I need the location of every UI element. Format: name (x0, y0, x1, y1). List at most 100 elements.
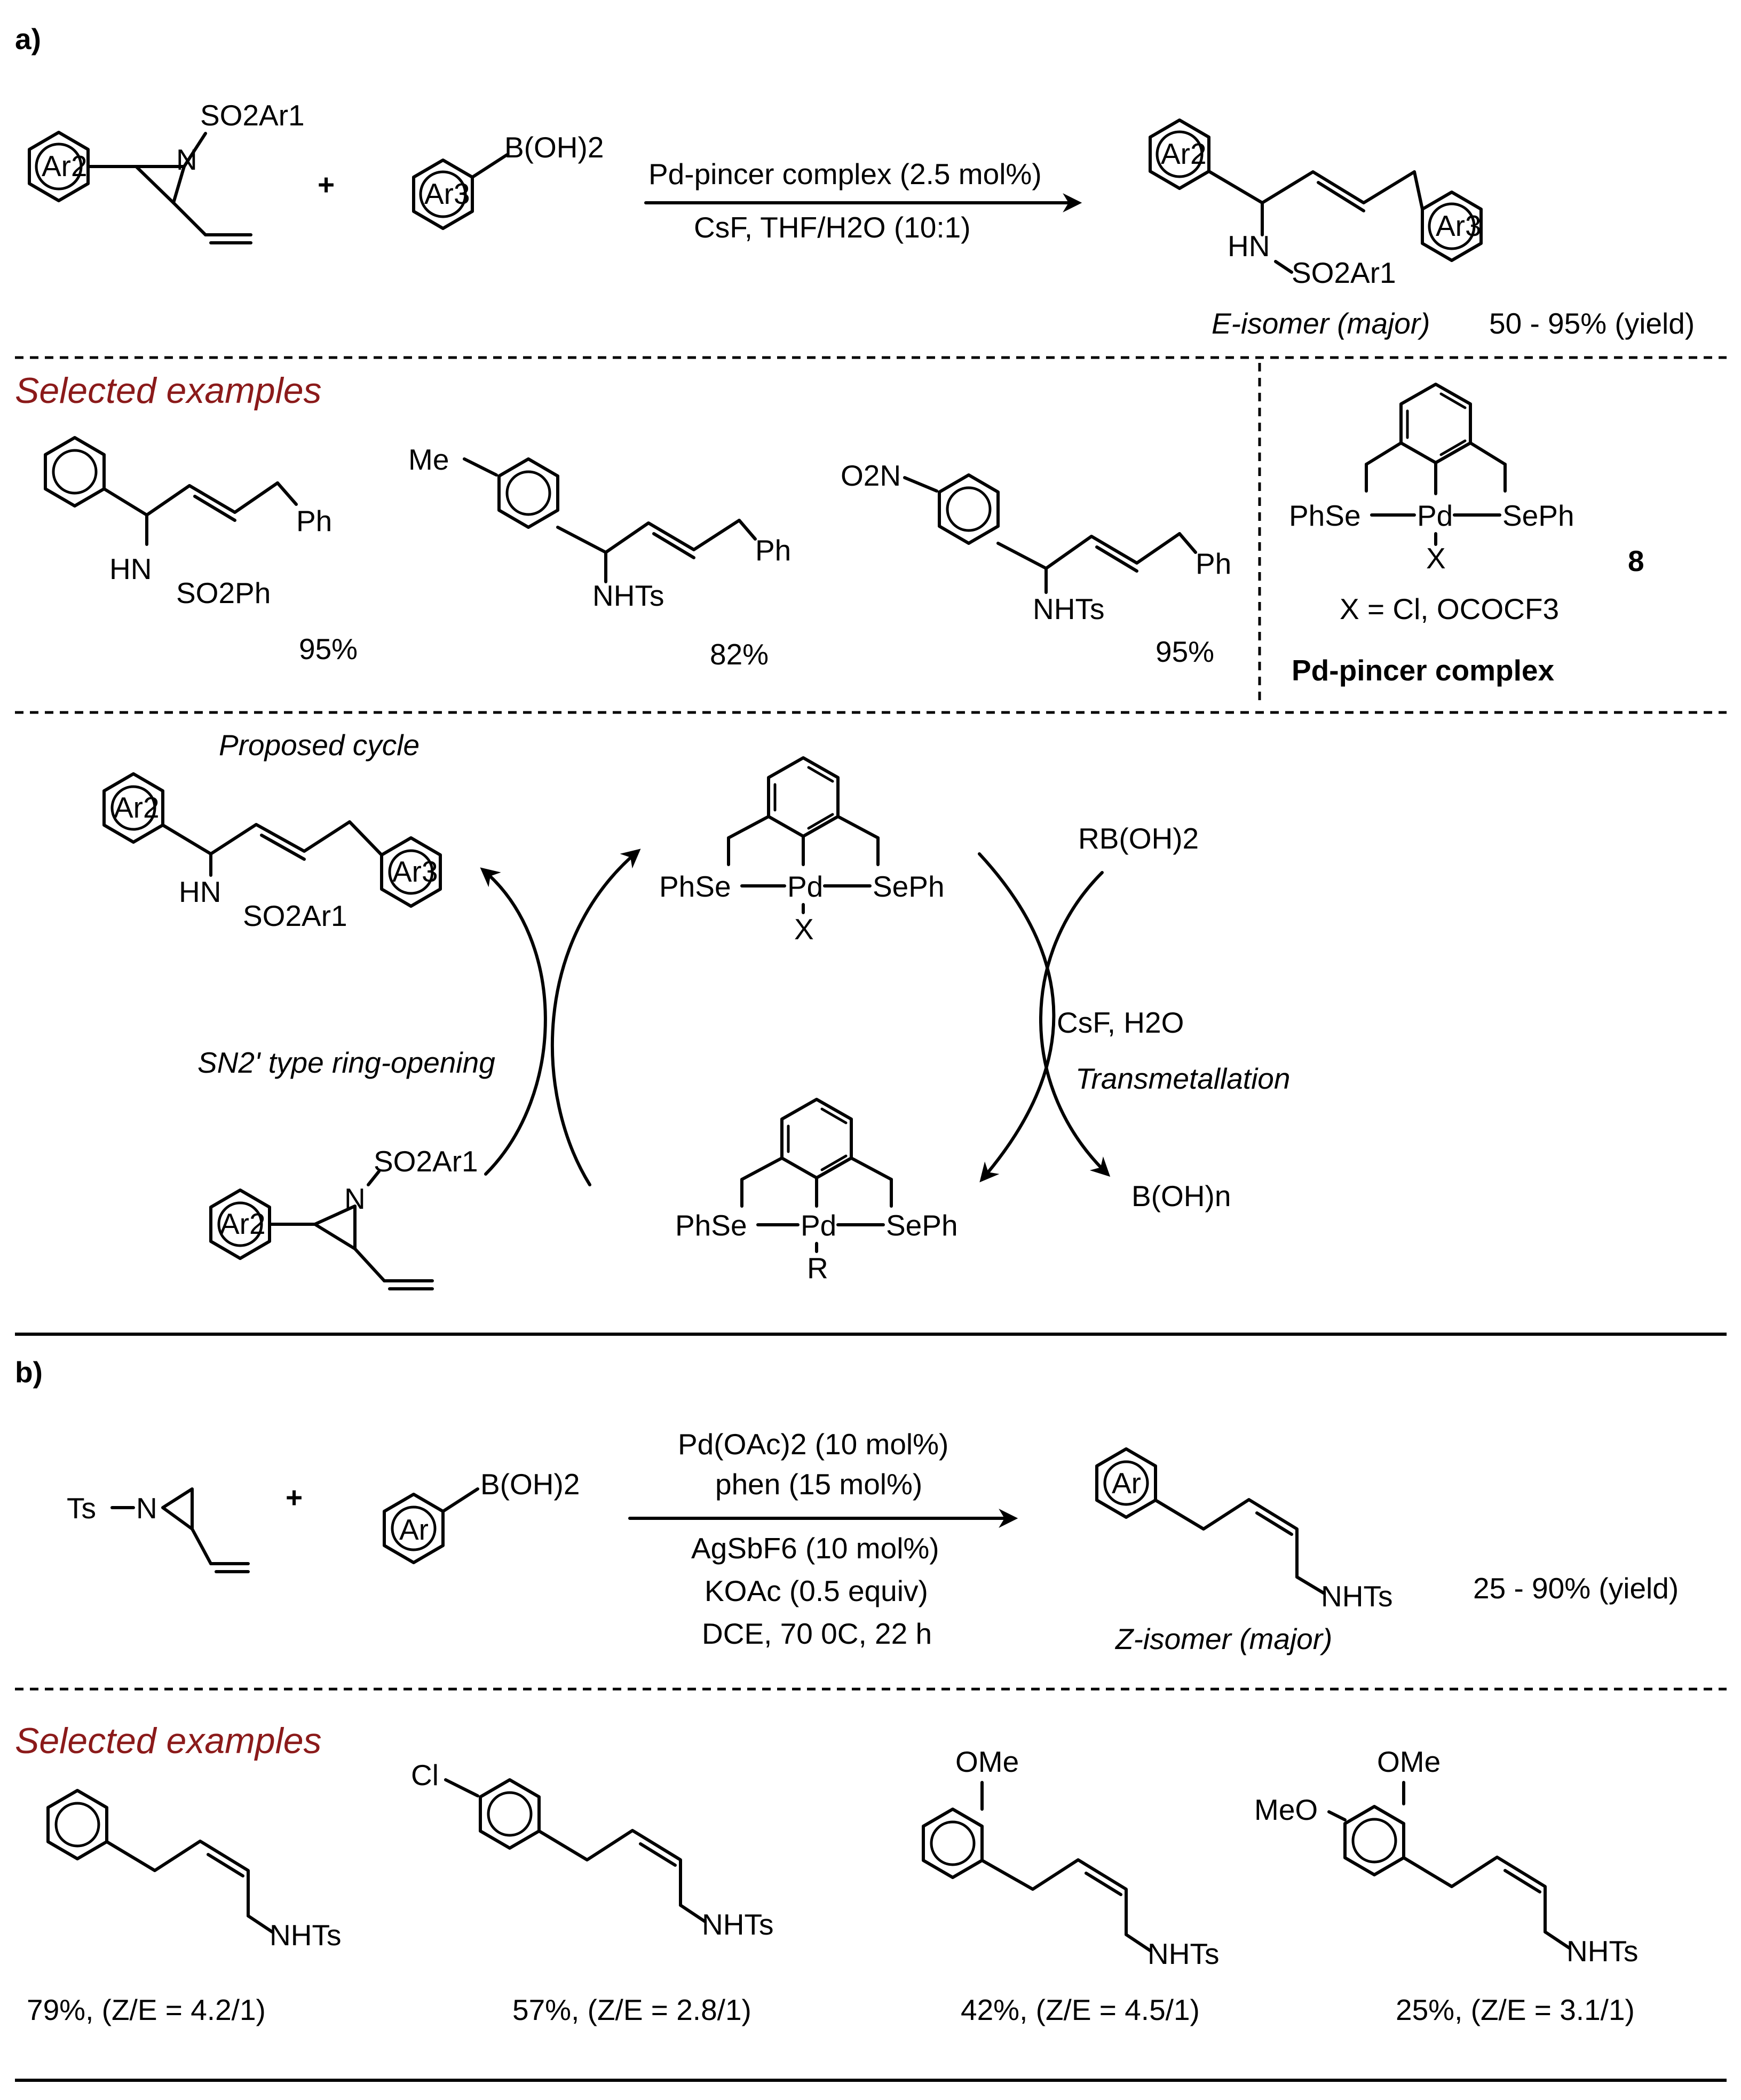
yield-label: 42%, (Z/E = 4.5/1) (961, 1993, 1200, 2026)
palladium-label: Pd (1417, 499, 1453, 532)
phenyl-label: Ph (296, 504, 332, 537)
cycle-product: Ar2 Ar3 HN SO2Ar1 (102, 772, 442, 932)
phse-label: PhSe (1289, 499, 1361, 532)
phse-label: PhSe (659, 870, 731, 903)
nh-label: HN (1228, 229, 1270, 263)
sulfonyl-label: SO2Ar1 (374, 1145, 478, 1178)
example-b3: OMe NHTs 42%, (Z/E = 4.5/1) (922, 1745, 1219, 2026)
phenyl-label: Ph (1196, 547, 1231, 580)
aziridine-reactant-a: Ar2 N SO2Ar1 (28, 99, 305, 244)
example-a2: Me Ph NHTs 82% (408, 443, 791, 671)
x-ligand-label: X (794, 913, 814, 946)
r-group-label: R (807, 1251, 828, 1285)
yield-range-b: 25 - 90% (yield) (1473, 1572, 1679, 1605)
palladium-label: Pd (801, 1209, 836, 1242)
example-a1: Ph HN SO2Ph 95% (44, 436, 358, 665)
ring-label-ar2: Ar2 (42, 149, 88, 183)
isomer-label-a: E-isomer (major) (1212, 307, 1430, 340)
nhts-label: NHTs (1033, 592, 1104, 625)
yield-label: 25%, (Z/E = 3.1/1) (1396, 1993, 1635, 2026)
base-label: CsF, H2O (1057, 1006, 1184, 1039)
selected-examples-heading-b: Selected examples (15, 1721, 322, 1761)
conditions-bottom-a: CsF, THF/H2O (10:1) (694, 211, 971, 244)
plus-sign-a: + (318, 168, 335, 201)
plus-sign-b: + (286, 1481, 303, 1514)
x-ligand-label: X (1426, 542, 1446, 575)
conditions-b-4: KOAc (0.5 equiv) (705, 1574, 928, 1607)
sulfonyl-label: SO2Ar1 (1292, 256, 1396, 289)
cycle-top-complex: PhSe Pd SePh X (659, 756, 945, 946)
methoxy-label: OMe (955, 1745, 1019, 1778)
transmetallation-label: Transmetallation (1075, 1062, 1290, 1095)
nhts-label: NHTs (1148, 1937, 1219, 1970)
nhts-label: NHTs (270, 1919, 341, 1952)
conditions-b-5: DCE, 70 0C, 22 h (702, 1617, 932, 1650)
palladium-label: Pd (787, 870, 823, 903)
compound-number: 8 (1628, 544, 1644, 577)
nhts-label: NHTs (702, 1908, 773, 1941)
methyl-label: Me (408, 443, 449, 476)
ring-label-ar2: Ar2 (220, 1207, 266, 1240)
product-b: Ar NHTs (1095, 1447, 1392, 1613)
product-a: Ar2 Ar3 HN SO2Ar1 (1149, 118, 1483, 289)
yield-label: 82% (710, 638, 769, 671)
seph-label: SePh (1502, 499, 1574, 532)
ring-label-ar3: Ar3 (1436, 209, 1482, 242)
yield-range-a: 50 - 95% (yield) (1489, 307, 1695, 340)
yield-label: 79%, (Z/E = 4.2/1) (27, 1993, 266, 2026)
conditions-top-a: Pd-pincer complex (2.5 mol%) (648, 157, 1042, 191)
seph-label: SePh (873, 870, 945, 903)
ring-label-ar3: Ar3 (424, 177, 470, 210)
ring-label-ar3: Ar3 (392, 855, 438, 888)
nitrogen-label: N (176, 143, 197, 176)
boronic-acid-reactant-b: Ar B(OH)2 (383, 1468, 580, 1564)
selected-examples-heading-a: Selected examples (15, 370, 322, 411)
nitrogen-label: N (136, 1492, 157, 1525)
boronic-acid-label: B(OH)2 (480, 1468, 580, 1501)
methoxy-label: OMe (1377, 1745, 1441, 1778)
phse-label: PhSe (675, 1209, 747, 1242)
part-a-label: a) (15, 22, 41, 56)
example-b4: OMe MeO NHTs 25%, (Z/E = 3.1/1) (1254, 1745, 1638, 2026)
nhts-label: NHTs (1566, 1935, 1638, 1968)
x-definition: X = Cl, OCOCF3 (1340, 592, 1559, 625)
phenyl-label: Ph (755, 534, 791, 567)
nh-label: HN (179, 875, 221, 908)
seph-label: SePh (886, 1209, 958, 1242)
ring-label-ar2: Ar2 (114, 791, 160, 824)
boronic-acid-label: B(OH)2 (504, 131, 604, 164)
boronic-acid-reactant-a: Ar3 B(OH)2 (412, 131, 604, 230)
pd-pincer-catalyst: PhSe Pd SePh X X = Cl, OCOCF3 8 Pd-pince… (1289, 383, 1644, 687)
tosyl-label: Ts (67, 1492, 96, 1525)
yield-label: 57%, (Z/E = 2.8/1) (512, 1993, 751, 2026)
isomer-label-b: Z-isomer (major) (1114, 1622, 1332, 1655)
nitro-label: O2N (841, 459, 901, 492)
cycle-arrows (480, 849, 1111, 1186)
ring-opening-label: SN2' type ring-opening (197, 1046, 495, 1079)
methoxy-label-2: MeO (1254, 1793, 1318, 1826)
nhts-label: NHTs (1321, 1580, 1392, 1613)
conditions-b-1: Pd(OAc)2 (10 mol%) (678, 1428, 948, 1461)
yield-label: 95% (299, 632, 358, 665)
nitrogen-label: N (344, 1182, 366, 1215)
ring-label-ar2: Ar2 (1161, 137, 1207, 170)
cycle-title: Proposed cycle (219, 728, 420, 762)
sulfonyl-label: SO2Ar1 (200, 99, 305, 132)
example-a3: O2N Ph NHTs 95% (841, 459, 1231, 668)
nh-label: HN (109, 552, 152, 585)
conditions-b-2: phen (15 mol%) (715, 1468, 922, 1501)
cycle-aziridine: Ar2 N SO2Ar1 (209, 1145, 478, 1290)
aziridine-reactant-b: Ts N (67, 1487, 250, 1573)
example-b2: Cl NHTs 57%, (Z/E = 2.8/1) (411, 1758, 773, 2026)
byproduct-label: B(OH)n (1131, 1179, 1231, 1213)
sulfonyl-label: SO2Ar1 (243, 899, 347, 932)
example-b1: NHTs 79%, (Z/E = 4.2/1) (27, 1789, 341, 2026)
ring-label-ar: Ar (1112, 1467, 1141, 1500)
nhts-label: NHTs (592, 579, 664, 612)
yield-label: 95% (1156, 635, 1214, 668)
conditions-b-3: AgSbF6 (10 mol%) (691, 1532, 939, 1565)
reagent-in-label: RB(OH)2 (1078, 822, 1199, 855)
part-b-label: b) (15, 1356, 43, 1389)
ring-label-ar: Ar (399, 1513, 429, 1546)
